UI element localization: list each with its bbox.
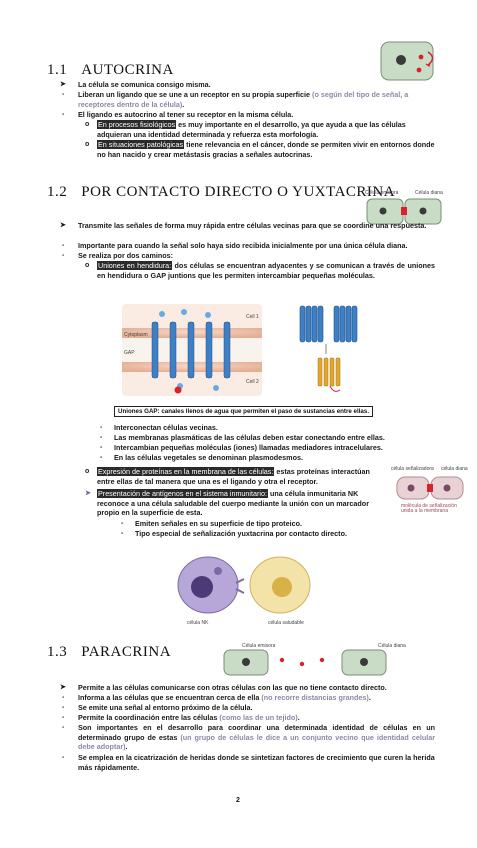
autocrine-cell-figure: [380, 41, 434, 81]
section-heading-yuxtacrina: 1.2 POR CONTACTO DIRECTO O YUXTACRINA: [47, 184, 395, 201]
gap-junction-diagram: [122, 304, 262, 396]
paracrine-figure: Célula emisora Célula diana: [222, 638, 432, 678]
bullet-item: ➤ Permite a las células comunicarse con …: [60, 683, 387, 692]
section-number: 1.3: [47, 644, 68, 660]
immune-item: ➤ Presentación de antígenos en el sistem…: [63, 489, 381, 539]
gap-definition-box: Uniones GAP: canales llenos de agua que …: [114, 406, 374, 417]
bullet-item: - Liberan un ligando que se une a un rec…: [62, 90, 409, 109]
label-cell1: Cell 1: [246, 314, 259, 320]
healthy-label: célula saludable: [268, 620, 304, 626]
bullet-item: - Se emplea en la cicatrización de herid…: [62, 753, 435, 772]
bullet-item: - Se realiza por dos caminos:: [62, 251, 174, 260]
bullet-item: - Importante para cuando la señal solo h…: [62, 241, 408, 250]
section-number: 1.1: [47, 62, 68, 78]
label-cytoplasm: Cytoplasm: [124, 332, 148, 338]
paracrina-bullets: ➤ Permite a las células comunicarse con …: [60, 683, 436, 773]
autocrina-bullets: ➤ La célula se comunica consigo misma. -…: [60, 80, 435, 160]
list-item: -Las membranas plasmáticas de las célula…: [100, 433, 385, 442]
section-title: PARACRINA: [81, 644, 172, 660]
bullet-item: - Permite la coordinación entre las célu…: [62, 713, 300, 722]
bullet-item: - Se emite una señal al entorno próximo …: [62, 703, 253, 712]
section-title: AUTOCRINA: [81, 62, 174, 78]
juxtacrine-cell-figure: Célula emisora Célula diana: [365, 190, 445, 230]
bullet-item: ➤ Transmite las señales de forma muy ráp…: [60, 221, 427, 230]
section-heading-autocrina: 1.1 AUTOCRINA: [47, 62, 174, 79]
bullet-item: - El ligando es autocrino al tener su re…: [62, 110, 294, 119]
page-number: 2: [236, 797, 240, 804]
list-item: -Emiten señales en su superficie de tipo…: [121, 519, 302, 528]
list-item: -Interconectan células vecinas.: [100, 423, 218, 432]
connexon-diagram: [299, 305, 358, 392]
yuxtacrina-bullets: ➤ Transmite las señales de forma muy ráp…: [60, 221, 436, 291]
list-item: -En las células vegetales se denominan p…: [100, 453, 303, 462]
membrane-signal-figure: célula señalizadora célula diana molécul…: [391, 466, 468, 514]
gap-properties-list: -Interconectan células vecinas. -Las mem…: [100, 423, 440, 463]
sub-bullet-item: o Uniones en hendidura: dos células se e…: [85, 261, 436, 280]
section-title: POR CONTACTO DIRECTO O YUXTACRINA: [81, 184, 396, 200]
label-cell2: Cell 2: [246, 379, 259, 385]
arrow-icon: ➤: [85, 490, 91, 497]
section-heading-paracrina: 1.3 PARACRINA: [47, 644, 171, 661]
sub-bullet-item: o En procesos fisiológicos es muy import…: [85, 120, 406, 139]
sub-bullet-item: o En situaciones patológicas tiene relev…: [85, 140, 435, 159]
nk-label: célula NK: [187, 620, 209, 626]
bullet-item: - Informa a las células que se encuentra…: [62, 693, 371, 702]
list-item: -Intercambian pequeñas moléculas (iones)…: [100, 443, 383, 452]
bullet-item: - Son importantes en el desarrollo para …: [62, 723, 436, 752]
bullet-item: ➤ La célula se comunica consigo misma.: [60, 80, 211, 89]
label-gap: GAP: [124, 350, 135, 356]
nk-cell-figure: [177, 556, 311, 614]
protein-expression-item: o Expresión de proteínas en la membrana …: [85, 467, 370, 486]
list-item: -Tipo especial de señalización yuxtacrin…: [121, 529, 347, 538]
section-number: 1.2: [47, 184, 68, 200]
